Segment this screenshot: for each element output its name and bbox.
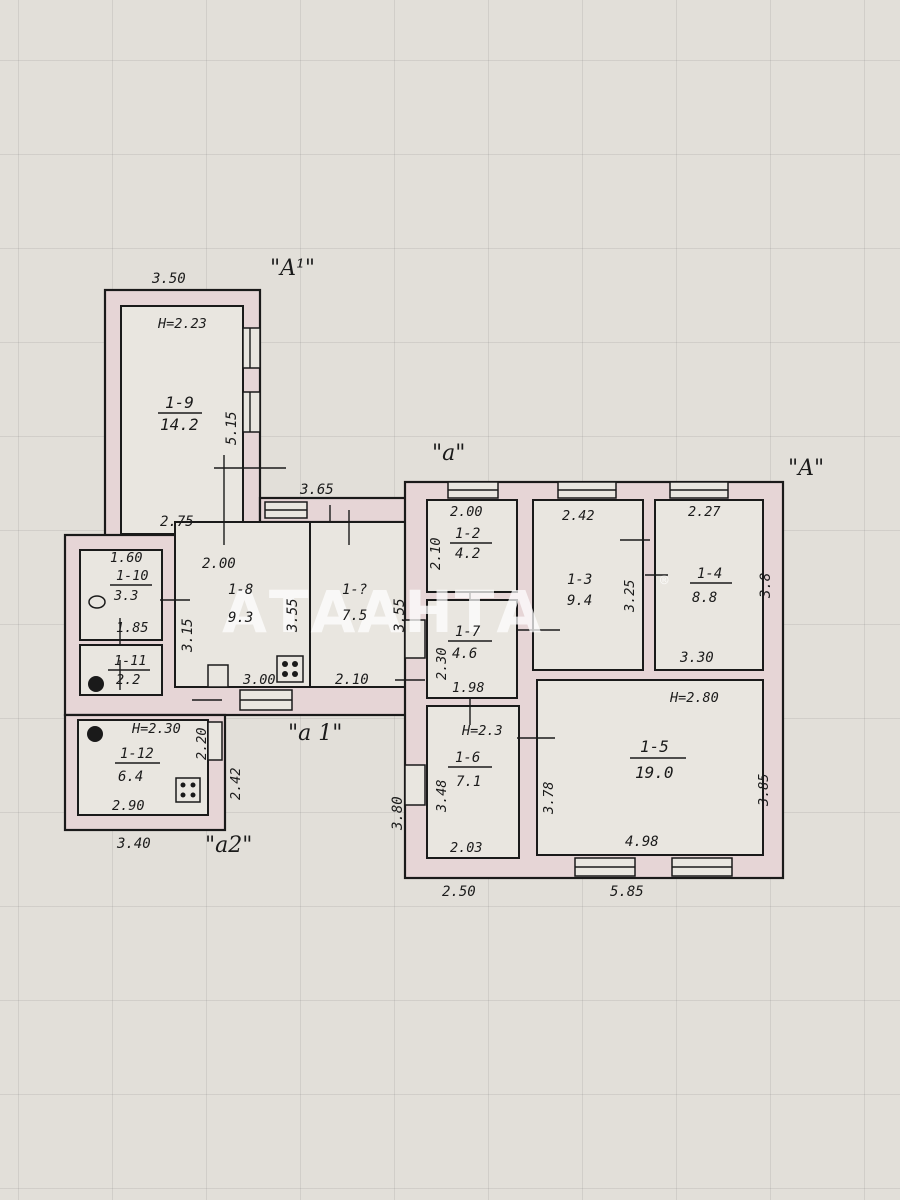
main-building [403,480,785,880]
room-area: 9.3 [228,610,253,626]
room-code: 1-2 [455,526,480,542]
room-area: 9.4 [567,593,592,609]
label-annex-a1: "A¹" [270,256,315,281]
label-section-a: "a" [432,441,465,466]
room-area: 6.4 [118,769,143,785]
dimension: 4.98 [625,834,659,850]
window [242,327,261,369]
dimension: 2.30 [434,647,450,680]
dimension: 3.30 [679,650,714,666]
dimension: 2.00 [450,504,483,520]
dimension: 3.40 [116,836,151,852]
toilet-icon [88,595,106,609]
dimension: 2.27 [688,504,721,520]
room-area: 4.2 [455,546,480,562]
dimension: 3.55 [285,598,301,633]
room-code: 1-3 [567,572,592,588]
dimension: 3.48 [434,779,450,813]
room-code: 1-11 [114,653,147,669]
room-area: 19.0 [635,763,674,782]
room-1-2 [426,499,518,593]
dimension: 3.65 [299,482,334,498]
dimension: 1.60 [110,550,143,566]
dimension: 2.10 [428,537,444,570]
room-code: 1-8 [228,582,253,598]
window [242,391,261,433]
sink-icon [207,664,229,688]
dimension: 3.78 [541,781,557,815]
dimension: 3.15 [180,618,196,653]
room-1-5 [536,679,764,856]
room-area: 3.3 [113,588,138,604]
height-label: H=2.80 [669,690,719,706]
room-area: 7.1 [456,774,481,790]
dimension: 3.85 [756,773,772,807]
room-1-10 [79,549,163,641]
room-1-6 [426,705,520,859]
height-label: H=2.30 [131,721,181,737]
dimension: 3.80 [390,796,406,831]
room-code: 1-? [342,582,367,598]
dimension: 1.85 [116,620,149,636]
stove-icon [88,676,104,692]
dimension: 2.03 [450,840,483,856]
door-marks [119,455,668,739]
height-label: H=2.23 [157,316,207,332]
dimension: 2.90 [112,798,145,814]
room-code: 1-4 [697,566,722,582]
watermark-registered-mark: ® [660,573,669,589]
room-area: 2.2 [116,672,140,688]
window [207,721,223,761]
room-1-3 [532,499,644,671]
room-area: 14.2 [160,415,199,434]
height-label: H=2.3 [461,723,503,739]
stove-burners-icon [276,655,304,683]
dimension: 2.42 [228,767,244,800]
annex-a1 [103,288,262,552]
room-code: 1-5 [640,737,669,756]
dimension: 2.50 [442,884,476,900]
dimension: 5.15 [224,411,240,445]
room-1-4 [654,499,764,671]
label-section-a2: "a2" [205,833,252,858]
dimension: 3.50 [151,271,186,287]
connector-wall [258,496,412,524]
left-wing [63,521,412,832]
boiler-icon [87,726,103,742]
dimension: 2.42 [562,508,595,524]
dimension: 3.8 [758,573,774,599]
label-section-a1: "a 1" [288,721,342,746]
window [404,764,426,806]
room-code: 1-7 [455,624,481,640]
window [404,619,426,659]
room-code: 1-9 [165,393,194,412]
label-section-A: "A" [788,456,824,481]
room-code: 1-12 [120,746,154,762]
dimensions: 3.50 5.15 2.75 2.00 3.65 2.00 2.42 2.27 … [110,271,774,900]
dimension: 1.98 [452,680,485,696]
dimension: 3.00 [242,672,276,688]
room-code: 1-10 [116,568,149,584]
watermark-text: АТААНТА [222,578,543,646]
dimension: 2.00 [202,556,236,572]
room-labels: 1-9 14.2 1-2 4.2 1-3 9.4 1-4 8.8 1-10 3.… [108,393,732,790]
dimension: 2.10 [335,672,369,688]
stove-burners-icon [175,777,201,803]
dimension: 2.75 [160,514,194,530]
room-area: 8.8 [692,590,717,606]
dimension: 3.55 [392,598,408,633]
dimension: 2.20 [194,727,210,760]
room-code: 1-6 [455,750,480,766]
dimension: 3.25 [622,579,638,613]
room-area: 4.6 [452,646,477,662]
dimension: 5.85 [610,884,644,900]
room-area: 7.5 [342,608,367,624]
room-1-7 [426,599,518,699]
